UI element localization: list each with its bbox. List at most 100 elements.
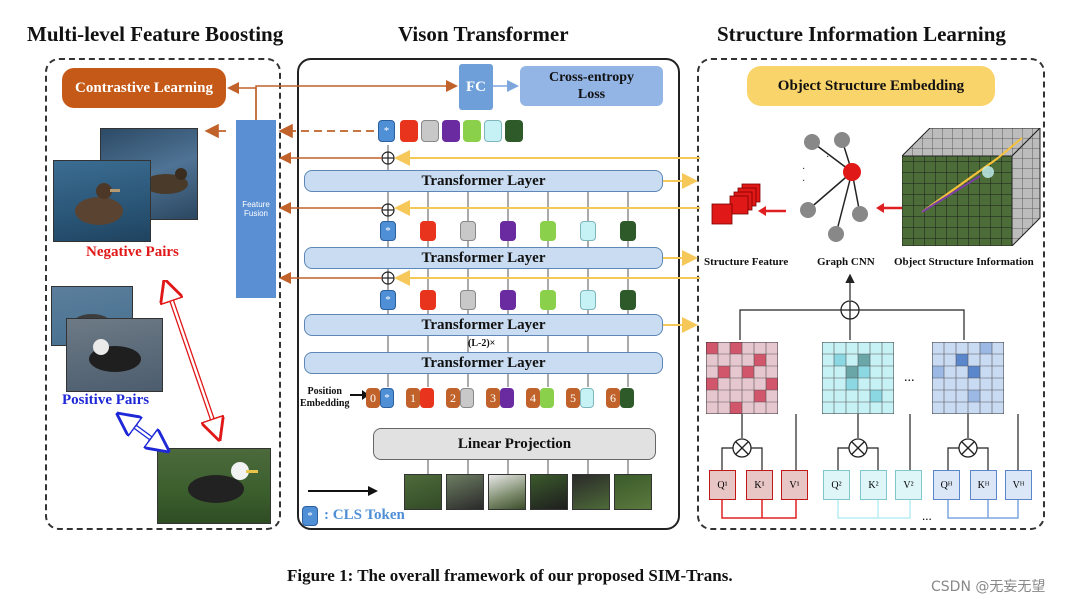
position-embedding-label: Position Embedding [300,386,350,409]
q-label: Q¹ [717,479,728,491]
feature-fusion-block: Feature Fusion [236,120,276,298]
patch-connectors [427,460,629,474]
aggregation-lines [739,273,965,340]
image-patch [404,474,442,510]
graph-cnn-label: Graph CNN [817,256,875,268]
transformer-layer-label: Transformer Layer [421,354,546,371]
patch-token [420,388,434,408]
k-box-2: K² [860,470,887,500]
patch-token [460,290,476,310]
arrow-icon [350,390,369,400]
attention-map-h [932,342,1004,414]
transformer-layer: Transformer Layer [304,247,663,269]
position-id: 0 [366,388,380,408]
contrastive-learning-box: Contrastive Learning [62,68,226,108]
watermark: CSDN @无妄无望 [931,579,1046,595]
v-label: V² [903,479,914,491]
cls-star: * [307,510,313,522]
position-id-label: 1 [410,390,416,405]
figure-caption: Figure 1: The overall framework of our p… [287,566,733,585]
feature-fusion-label: Feature Fusion [242,200,270,218]
cls-star: * [385,294,391,306]
patch-token [540,221,556,241]
transformer-layer: Transformer Layer [304,170,663,192]
bird-icon [89,339,141,372]
cls-legend-label: : CLS Token [324,507,405,523]
v-label: V¹ [789,479,800,491]
token-connectors [381,145,629,387]
cls-star: * [383,125,390,137]
patch-token [421,120,439,142]
panel-middle [297,58,680,530]
q-box-2: Q² [823,470,850,500]
linear-projection-label: Linear Projection [457,435,572,452]
bird-icon [188,462,258,503]
patch-token [620,290,636,310]
svg-text:·: · [802,164,805,175]
panel-left [45,58,281,530]
patch-token [500,290,516,310]
v-box-h: Vᴴ [1005,470,1032,500]
image-patch [572,474,610,510]
patch-token [505,120,523,142]
attention-map-1 [706,342,778,414]
image-patch [446,474,484,510]
patch-token [500,221,516,241]
position-id: 5 [566,388,580,408]
transformer-layer-label: Transformer Layer [421,172,546,189]
title-vit: Vison Transformer [398,22,569,46]
patch-token [620,221,636,241]
image-patch [614,474,652,510]
cls-legend-token: * [302,506,318,526]
patch-token [420,290,436,310]
ellipsis-bottom: ... [922,508,932,523]
structure-feature-label: Structure Feature [704,256,789,268]
ellipsis: ... [904,370,915,385]
position-id: 3 [486,388,500,408]
fc-label: FC [466,78,486,95]
svg-text:·: · [802,176,805,187]
position-id-label: 4 [530,390,536,405]
v-label: Vᴴ [1012,479,1025,491]
position-id-label: 6 [610,390,616,405]
linear-projection-box: Linear Projection [373,428,656,460]
attention-map-2 [822,342,894,414]
patch-token [460,221,476,241]
patch-token [620,388,634,408]
position-id-label: 2 [450,390,456,405]
bird-icon [144,168,188,194]
object-structure-cube [902,128,1041,246]
cross-entropy-loss-box: Cross-entropy Loss [520,66,663,106]
cross-entropy-label: Cross-entropy Loss [548,70,635,102]
patch-token [580,221,596,241]
cls-token: * [380,221,396,241]
v-box-1: V¹ [781,470,808,500]
position-id: 4 [526,388,540,408]
positive-pairs-label: Positive Pairs [62,392,150,408]
transformer-layer-label: Transformer Layer [421,249,546,266]
patch-token [484,120,502,142]
image-patch [530,474,568,510]
transformer-layer: Transformer Layer [304,314,663,336]
patch-token [580,388,594,408]
contrastive-learning-label: Contrastive Learning [75,79,213,96]
position-id-label: 5 [570,390,576,405]
graph-cnn-icon: · · · [800,132,868,242]
cls-star: * [384,392,390,404]
arrow-left-icon [876,203,902,213]
qkv-connectors [721,414,1019,519]
position-id: 1 [406,388,420,408]
q-box-h: Qᴴ [933,470,960,500]
cls-token: * [380,388,394,408]
patch-token [540,388,554,408]
q-box-1: Q¹ [709,470,736,500]
photo-negative-front [53,160,151,242]
patch-token [540,290,556,310]
photo-positive-front [66,318,163,392]
patch-token [580,290,596,310]
title-structure: Structure Information Learning [717,22,1006,46]
k-box-1: K¹ [746,470,773,500]
input-arrow-icon [308,486,378,496]
patch-token [420,221,436,241]
cls-star: * [385,225,391,237]
